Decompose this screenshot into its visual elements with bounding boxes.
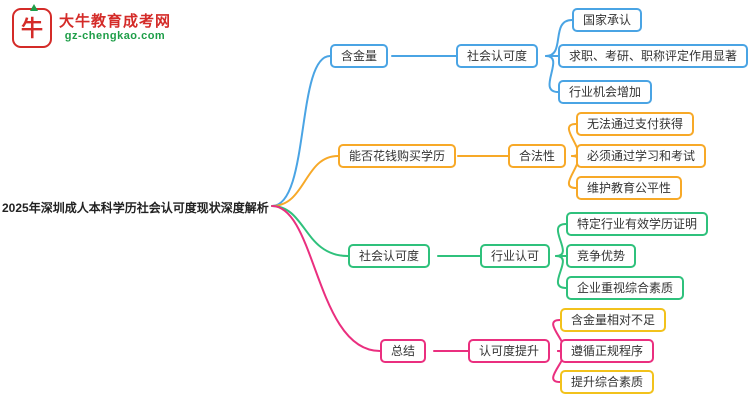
leaf-node: 特定行业有效学历证明	[566, 212, 709, 236]
sprout-icon	[30, 4, 38, 11]
connector-sub3-leaf1	[555, 223, 567, 257]
bull-icon: 牛	[12, 4, 52, 48]
connector-central-to-branch1	[271, 55, 331, 207]
site-logo: 牛 大牛教育成考网 gz-chengkao.com	[12, 4, 172, 48]
leaf-node: 含金量相对不足	[560, 308, 667, 332]
branch-node-zongjie: 总结	[380, 339, 427, 363]
leaf-node: 无法通过支付获得	[576, 112, 695, 136]
leaf-node: 竞争优势	[566, 244, 637, 268]
sub-node-shehuirenke: 社会认可度	[456, 44, 539, 68]
leaf-node: 遵循正规程序	[560, 339, 655, 363]
branch-node-hanjinliang: 含金量	[330, 44, 389, 68]
connector-sub3-leaf3	[555, 255, 567, 289]
leaf-node: 维护教育公平性	[576, 176, 683, 200]
leaf-node: 国家承认	[572, 8, 643, 32]
leaf-node: 企业重视综合素质	[566, 276, 685, 300]
sub-node-hangyerenke: 行业认可	[480, 244, 551, 268]
sub-node-tisheng: 认可度提升	[468, 339, 551, 363]
leaf-node: 必须通过学习和考试	[576, 144, 707, 168]
connector-central-to-branch2	[271, 155, 339, 207]
branch-node-renkedu: 社会认可度	[348, 244, 431, 268]
bull-glyph: 牛	[20, 16, 43, 41]
branch-node-goumai: 能否花钱购买学历	[338, 144, 457, 168]
connector-sub1-leaf3	[545, 55, 559, 93]
leaf-node: 求职、考研、职称评定作用显著	[558, 44, 749, 68]
connector-central-to-branch3	[271, 205, 349, 257]
connector-central-to-branch4	[271, 205, 381, 352]
leaf-node: 行业机会增加	[558, 80, 653, 104]
logo-title: 大牛教育成考网	[59, 13, 172, 31]
sub-node-hefaxing: 合法性	[508, 144, 567, 168]
central-topic: 2025年深圳成人本科学历社会认可度现状深度解析	[2, 201, 269, 215]
logo-subtitle: gz-chengkao.com	[64, 30, 166, 43]
leaf-node: 提升综合素质	[560, 370, 655, 394]
